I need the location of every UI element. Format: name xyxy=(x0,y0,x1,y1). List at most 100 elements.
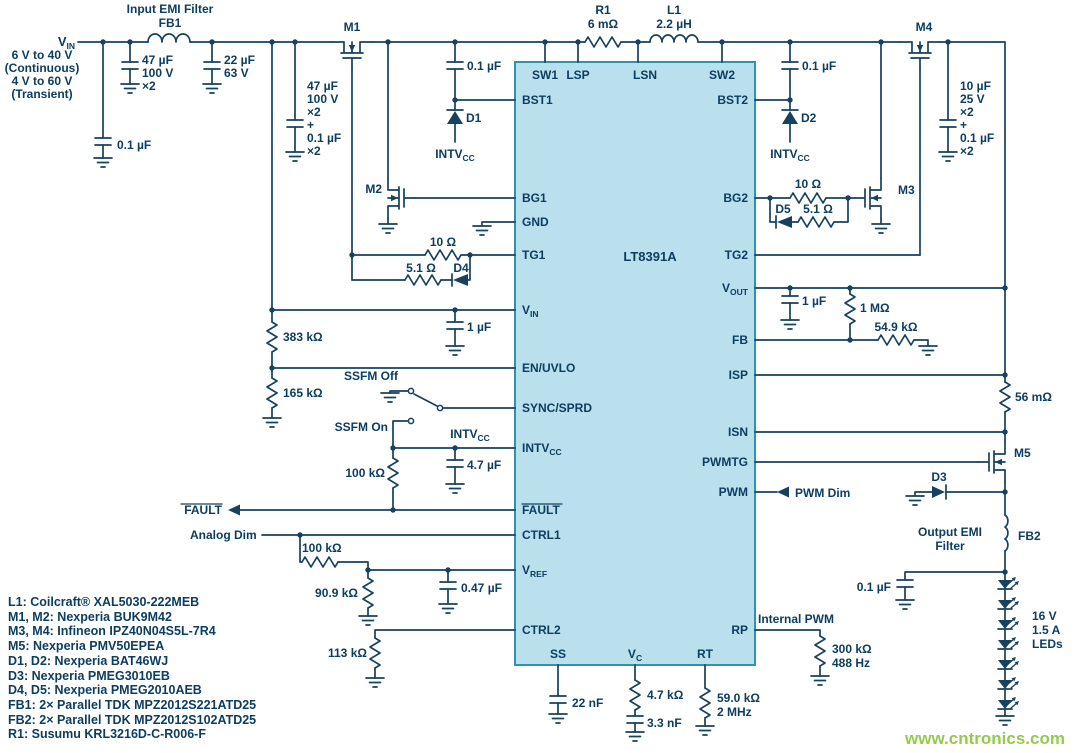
label-bank-left-3: ×2 xyxy=(307,105,321,119)
pin-lsp: LSP xyxy=(566,68,589,82)
label-cap-ss: 22 nF xyxy=(572,696,603,710)
pin-ss: SS xyxy=(550,647,566,661)
capacitor-vin-1uf xyxy=(446,321,464,330)
led-string xyxy=(997,576,1020,710)
diode-d4 xyxy=(451,273,468,287)
capacitor-22uf xyxy=(203,61,221,70)
pin-lsn: LSN xyxy=(633,68,657,82)
label-intvcc-d2: INTVCC xyxy=(770,147,810,163)
resistor-54k9 xyxy=(877,334,915,346)
label-cap-bulk-2: 100 V xyxy=(142,66,173,80)
resistor-113k xyxy=(369,637,381,669)
label-m1: M1 xyxy=(344,20,361,34)
label-cap-bst2: 0.1 µF xyxy=(802,59,836,73)
mosfet-m1 xyxy=(331,41,373,69)
label-l1: L1 xyxy=(667,3,681,17)
pin-sync-sprd: SYNC/SPRD xyxy=(522,401,592,415)
pwm-dim-arrow-icon xyxy=(777,486,789,498)
pin-bg1: BG1 xyxy=(522,191,547,205)
label-bank-right-1: 10 µF xyxy=(960,79,991,93)
label-bank-left-2: 100 V xyxy=(307,92,338,106)
label-d4: D4 xyxy=(453,261,469,275)
label-cap-input-hf: 0.1 µF xyxy=(117,138,151,152)
resistor-r1-sense xyxy=(584,36,622,48)
wire-left-section xyxy=(239,197,706,733)
label-vin-range-4: (Transient) xyxy=(11,87,72,101)
resistor-300k xyxy=(814,635,826,667)
ic-name: LT8391A xyxy=(623,249,677,264)
wire-right-section xyxy=(754,197,1006,717)
resistor-59k xyxy=(699,687,711,719)
resistor-90k9 xyxy=(362,577,374,609)
label-r1-val: 6 mΩ xyxy=(588,17,619,31)
label-d1: D1 xyxy=(466,111,482,125)
mosfet-m4 xyxy=(899,41,941,69)
label-r300-1: 300 kΩ xyxy=(832,642,872,656)
pin-sw2: SW2 xyxy=(709,68,735,82)
label-bank-right-4: + xyxy=(960,118,967,132)
bom-line: M3, M4: Infineon IPZ40N04S5L-7R4 xyxy=(8,624,216,638)
capacitor-input-0u1 xyxy=(94,137,112,146)
label-r113: 113 kΩ xyxy=(328,646,367,660)
pin-gnd: GND xyxy=(522,215,549,229)
led-icon xyxy=(997,596,1020,610)
label-r1: R1 xyxy=(595,3,611,17)
label-cap-vref: 0.47 µF xyxy=(461,581,502,595)
label-input-emi-filter: Input EMI Filter xyxy=(127,2,214,16)
pin-bst1: BST1 xyxy=(522,93,553,107)
label-bank-right-2: 25 V xyxy=(960,92,985,106)
resistor-383k xyxy=(266,321,278,353)
ssfm-switch xyxy=(407,387,444,425)
label-fb2: FB2 xyxy=(1018,529,1041,543)
label-r51-left: 5.1 Ω xyxy=(406,261,436,275)
bom-line: D3: Nexperia PMEG3010EB xyxy=(8,669,170,683)
pin-tg1: TG1 xyxy=(522,248,546,262)
pin-tg2: TG2 xyxy=(725,248,749,262)
label-output-emi-2: Filter xyxy=(935,539,965,553)
resistor-5r1-tg1 xyxy=(404,274,442,286)
capacitor-vout-1uf xyxy=(781,295,799,304)
led-icon xyxy=(997,656,1020,670)
capacitor-bank-left xyxy=(286,119,304,128)
label-pwm-dim: PWM Dim xyxy=(795,486,850,500)
mosfet-m5 xyxy=(978,441,1006,483)
wire-top-and-verticals xyxy=(77,41,1006,443)
pin-bst2: BST2 xyxy=(717,93,748,107)
pin-rp: RP xyxy=(731,623,748,637)
label-r165: 165 kΩ xyxy=(283,386,323,400)
label-bank-left-6: ×2 xyxy=(307,144,321,158)
label-analog-dim: Analog Dim xyxy=(190,528,257,542)
pin-pwmtg: PWMTG xyxy=(702,455,748,469)
label-m3: M3 xyxy=(898,183,915,197)
pin-en-uvlo: EN/UVLO xyxy=(522,361,575,375)
capacitor-47uf-bulk xyxy=(121,61,139,70)
fb2-ferrite-icon xyxy=(1004,514,1009,552)
label-bank-right-3: ×2 xyxy=(960,105,974,119)
label-ssfm-off: SSFM Off xyxy=(344,369,399,383)
label-r10-right: 10 Ω xyxy=(795,177,822,191)
label-m5: M5 xyxy=(1014,446,1031,460)
label-cap-out: 0.1 µF xyxy=(857,580,891,594)
label-bank-left-4: + xyxy=(307,118,314,132)
label-led-2: 1.5 A xyxy=(1032,623,1061,637)
label-fault-net: FAULT xyxy=(184,503,222,517)
bom-line: L1: Coilcraft® XAL5030-222MEB xyxy=(8,595,199,609)
capacitor-vc-3n3 xyxy=(626,715,644,724)
mosfet-m3 xyxy=(854,177,882,219)
label-l1-val: 2.2 µH xyxy=(656,17,692,31)
label-cap-input2-1: 22 µF xyxy=(224,53,255,67)
label-cap-vc: 3.3 nF xyxy=(647,716,682,730)
label-vin-range-1: 6 V to 40 V xyxy=(12,48,73,62)
label-r59-1: 59.0 kΩ xyxy=(717,691,760,705)
pin-fault: FAULT xyxy=(522,503,560,517)
pin-ctrl1: CTRL1 xyxy=(522,528,561,542)
led-icon xyxy=(997,676,1020,690)
pin-vref: VREF xyxy=(522,563,547,579)
label-vin-range-3: 4 V to 60 V xyxy=(12,74,73,88)
diode-d3 xyxy=(932,484,947,500)
capacitor-output-0u1 xyxy=(896,579,914,588)
label-led-3: LEDs xyxy=(1032,637,1063,651)
label-ssfm-on: SSFM On xyxy=(335,420,388,434)
label-cap-bulk-1: 47 µF xyxy=(142,53,173,67)
